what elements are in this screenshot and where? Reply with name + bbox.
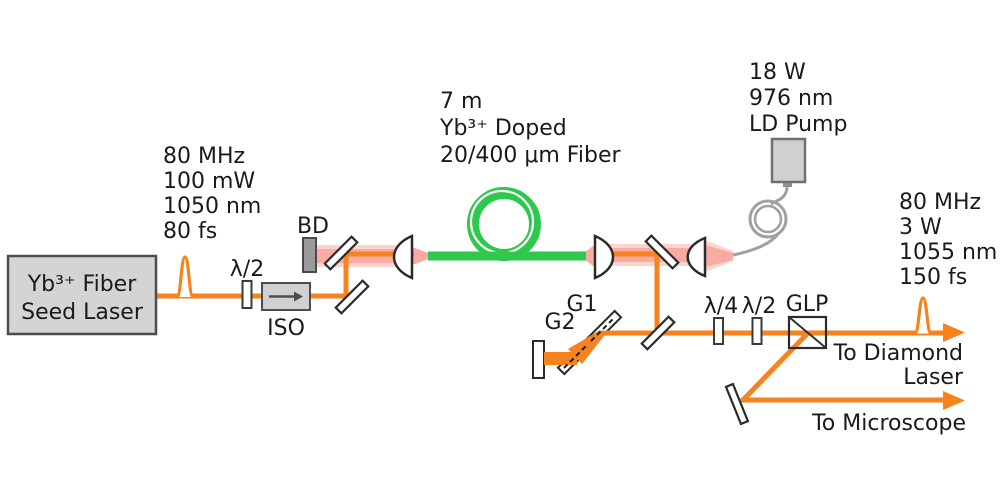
output-pulse-icon <box>908 296 938 336</box>
fiber-label-dopant: Yb³⁺ Doped <box>439 116 567 141</box>
grating-g1-ruling <box>590 316 616 342</box>
seed-spec-rep-rate: 80 MHz <box>163 144 245 169</box>
pump-cone-from-ld-inner <box>705 245 733 267</box>
output-spec-rep-rate: 80 MHz <box>899 190 981 215</box>
compressor-pickoff-mirror <box>640 315 676 351</box>
pump-cone-lens1-to-fiber <box>412 247 429 265</box>
pump-fiber-connector <box>783 180 792 187</box>
coupling-lens-left <box>392 234 414 280</box>
seed-laser-box <box>6 254 158 336</box>
seed-pulse-icon <box>171 255 200 299</box>
half-waveplate-input <box>241 280 253 309</box>
grating-g1-label: G1 <box>566 292 597 317</box>
mirror-group <box>323 234 750 426</box>
dichroic-mirror-input <box>323 235 359 271</box>
glp-label: GLP <box>786 292 829 317</box>
beam-dump-label: BD <box>297 214 329 239</box>
lens-group <box>392 234 707 280</box>
port-diamond-label-line2: Laser <box>903 365 964 390</box>
pump-coupling-lens <box>686 236 707 278</box>
fiber-label-size: 20/400 μm Fiber <box>440 143 621 168</box>
pump-fiber-coil-outer <box>748 199 788 239</box>
fold-mirror-input <box>334 279 370 315</box>
seed-spec-power: 100 mW <box>163 169 255 194</box>
beam-g2-to-retro <box>544 352 577 365</box>
component-group <box>6 137 828 350</box>
beam-glp-reject <box>740 331 810 403</box>
isolator-label: ISO <box>267 316 305 341</box>
output-spec-duration: 150 fs <box>899 265 967 290</box>
glp-cube-border <box>787 315 828 350</box>
pump-fiber-tail <box>732 232 781 257</box>
retro-mirror <box>532 340 545 379</box>
quarter-waveplate <box>713 317 724 345</box>
half-waveplate-output <box>751 317 763 345</box>
microscope-fold-mirror <box>724 382 750 426</box>
pump-cone-fiber-to-lens2 <box>585 244 596 268</box>
output-spec-power: 3 W <box>899 215 942 240</box>
grating-g2-ruling <box>563 343 589 369</box>
seed-spec-wavelength: 1050 nm <box>163 194 261 219</box>
port-microscope-label: To Microscope <box>811 411 966 436</box>
collimating-lens-right <box>593 234 615 280</box>
arrowhead-microscope <box>943 391 965 410</box>
seed-box-label-line1: Yb³⁺ Fiber <box>27 272 137 297</box>
gain-fiber-group <box>428 187 586 261</box>
pump-label-name: LD Pump <box>749 112 847 137</box>
half-waveplate-input-label: λ/2 <box>230 257 264 282</box>
port-diamond-label-line1: To Diamond <box>833 341 964 366</box>
pulse-group <box>171 255 938 336</box>
grating-rulings <box>563 316 616 369</box>
pump-label-wavelength: 976 nm <box>749 86 833 111</box>
ld-pump-box <box>770 137 807 184</box>
dichroic-mirror-output <box>644 234 680 270</box>
grating-g2-label: G2 <box>544 310 575 335</box>
quarter-waveplate-label: λ/4 <box>704 294 738 319</box>
fiber-label-length: 7 m <box>440 89 482 114</box>
seed-spec-duration: 80 fs <box>163 219 217 244</box>
isolator-arrow-icon <box>294 291 303 302</box>
output-spec-wavelength: 1055 nm <box>899 240 997 265</box>
label-group: Yb³⁺ Fiber Seed Laser 80 MHz 100 mW 1050… <box>21 60 997 436</box>
glp-cube-diagonal <box>788 316 827 349</box>
beam-dump-block <box>302 237 317 273</box>
half-waveplate-output-label: λ/2 <box>742 294 776 319</box>
seed-box-label-line2: Seed Laser <box>21 300 144 325</box>
arrowhead-diamond <box>943 323 965 342</box>
pump-fiber-coil-inner <box>753 204 783 234</box>
pump-fiber-group <box>732 180 792 257</box>
gain-fiber-coil-gap <box>469 189 535 255</box>
pump-label-power: 18 W <box>749 60 806 85</box>
